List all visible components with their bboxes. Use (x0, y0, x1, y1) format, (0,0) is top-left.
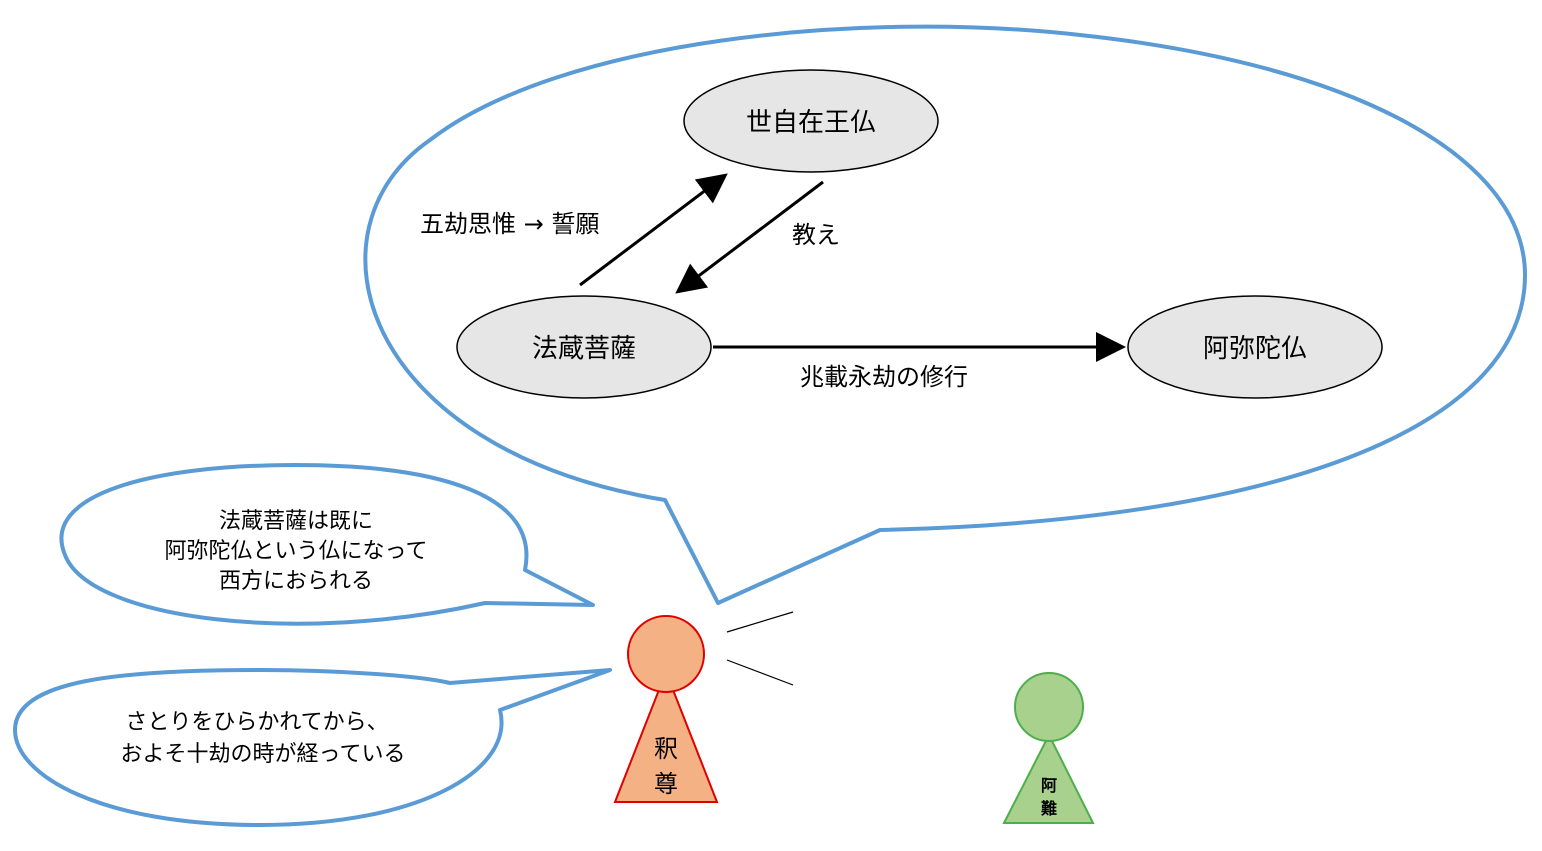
lower-bubble-line-1: さとりをひらかれてから、 (125, 710, 388, 735)
upper-bubble-line-2: 阿弥陀仏という仏になって (165, 539, 428, 564)
figure-anan-label-1: 阿 (1041, 776, 1057, 795)
figure-anan: 阿 難 (1002, 672, 1095, 824)
figure-shakuson: 釈 尊 (613, 615, 719, 803)
figure-anan-head (1014, 672, 1084, 742)
node-hozo: 法蔵菩薩 (456, 295, 712, 399)
figure-anan-body (1002, 732, 1095, 824)
speech-line-upper (726, 611, 794, 633)
edge-label-chousai-yougou: 兆載永劫の修行 (800, 363, 968, 391)
figure-shakuson-body (613, 669, 719, 803)
node-amida: 阿弥陀仏 (1127, 295, 1383, 399)
upper-speech-bubble (59, 463, 595, 626)
upper-bubble-text: 法蔵菩薩は既に 阿弥陀仏という仏になって 西方におられる (165, 509, 428, 594)
edge-label-gokou-shiyui: 五劫思惟 → 誓願 (420, 210, 599, 238)
figure-shakuson-label-1: 釈 (654, 735, 678, 763)
speech-line-lower (726, 659, 794, 686)
figure-anan-label-2: 難 (1041, 799, 1057, 818)
upper-bubble-line-3: 西方におられる (219, 569, 373, 594)
node-sejizaio: 世自在王仏 (683, 69, 939, 173)
lower-bubble-text: さとりをひらかれてから、 およそ十劫の時が経っている (121, 710, 406, 767)
lower-bubble-line-2: およそ十劫の時が経っている (121, 742, 406, 767)
arrow-hozo-to-sejizaio (579, 173, 728, 287)
node-hozo-label: 法蔵菩薩 (532, 334, 636, 364)
lower-speech-bubble (13, 668, 612, 827)
figure-shakuson-label-2: 尊 (654, 770, 678, 798)
edge-label-oshie: 教え (792, 221, 840, 249)
arrow-sejizaio-to-hozo (675, 180, 824, 294)
node-amida-label: 阿弥陀仏 (1203, 334, 1307, 364)
large-speech-bubble (363, 24, 1527, 605)
upper-bubble-line-1: 法蔵菩薩は既に (219, 509, 373, 534)
figure-shakuson-head (627, 615, 705, 693)
node-sejizaio-label: 世自在王仏 (746, 108, 876, 138)
